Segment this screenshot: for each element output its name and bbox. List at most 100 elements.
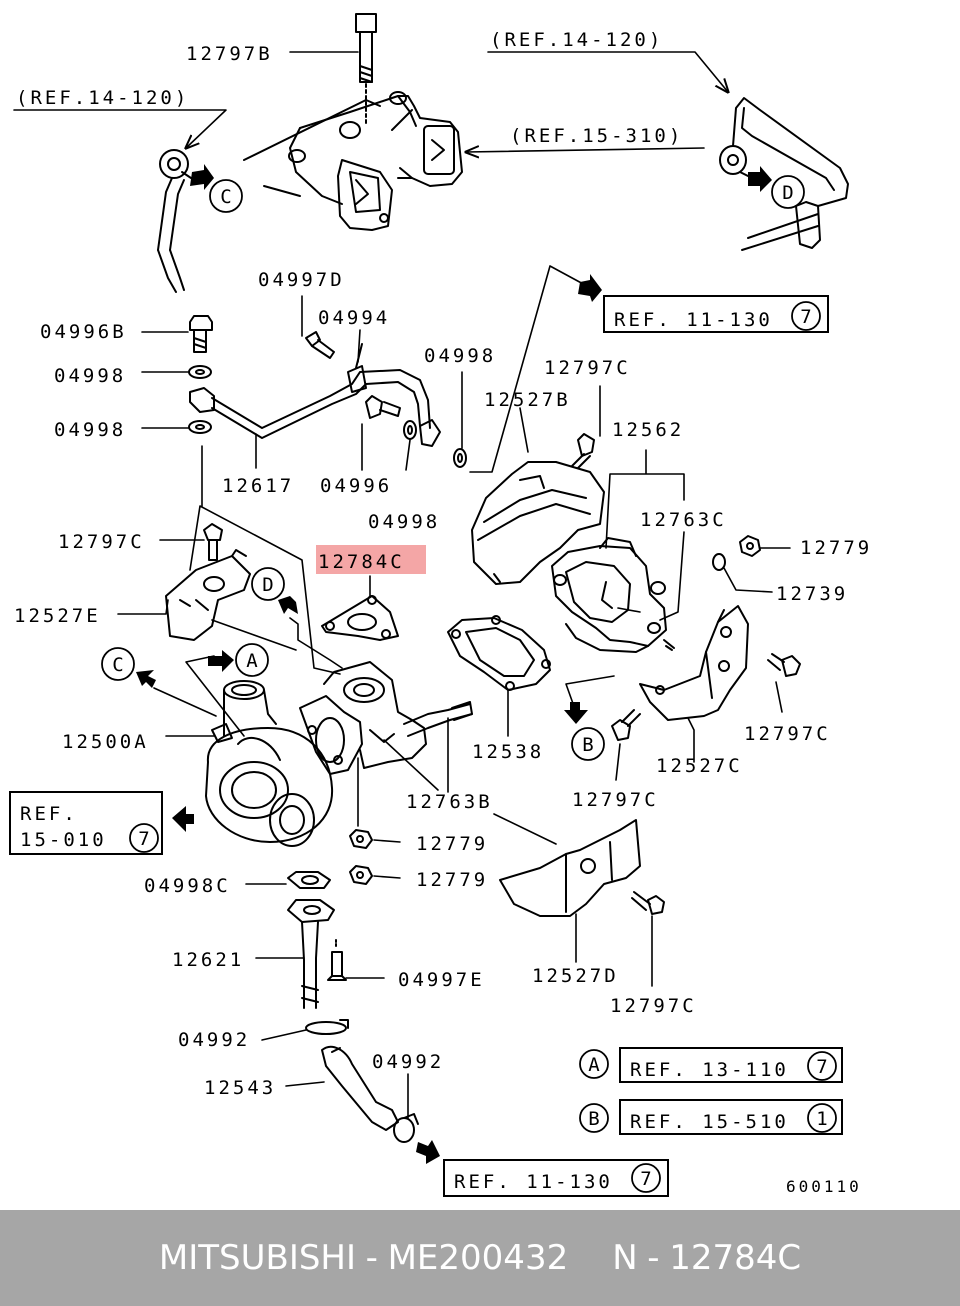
- label-04992-b: 04992: [372, 1051, 444, 1073]
- reference-code: 12784C: [669, 1238, 802, 1278]
- label-04998-a: 04998: [54, 365, 126, 387]
- label-04998-b: 04998: [54, 419, 126, 441]
- callout-a-left: A: [235, 643, 269, 677]
- label-12797B: 12797B: [186, 43, 273, 65]
- arrow-to-c-left: [136, 670, 156, 688]
- label-12527B: 12527B: [484, 389, 571, 411]
- label-12797C-c: 12797C: [744, 723, 831, 745]
- svg-text:D: D: [262, 574, 273, 596]
- label-12527C: 12527C: [656, 755, 743, 777]
- arrow-to-ref11-top: [578, 274, 602, 302]
- label-04997E: 04997E: [398, 969, 485, 991]
- footer-separator: -: [365, 1238, 378, 1278]
- oil-return-pipe-12621: [287, 899, 335, 1009]
- svg-text:REF. 11-130: REF. 11-130: [454, 1171, 613, 1193]
- label-12562: 12562: [612, 419, 684, 441]
- label-12797C-e: 12797C: [610, 995, 697, 1017]
- arrow-to-a-left: [208, 650, 234, 672]
- label-04992-a: 04992: [178, 1029, 250, 1051]
- label-12797C-d: 12797C: [572, 789, 659, 811]
- label-12779-c: 12779: [416, 869, 488, 891]
- label-12739: 12739: [776, 583, 848, 605]
- label-12500A: 12500A: [62, 731, 149, 753]
- svg-text:7: 7: [816, 1056, 827, 1078]
- ref-box-11-130-bottom: REF. 11-130 7: [443, 1159, 669, 1197]
- top-bolt-12797B: [355, 13, 377, 127]
- svg-text:C: C: [220, 186, 231, 208]
- label-12763B: 12763B: [406, 791, 493, 813]
- callout-c-left: C: [101, 647, 135, 681]
- label-12621: 12621: [172, 949, 244, 971]
- svg-text:REF. 15-510: REF. 15-510: [630, 1111, 789, 1133]
- hose-12543: [321, 1045, 399, 1131]
- label-12763C: 12763C: [640, 509, 727, 531]
- label-12527D: 12527D: [532, 965, 619, 987]
- svg-text:7: 7: [800, 306, 811, 328]
- label-04998-d: 04998: [424, 345, 496, 367]
- bolt-04997D: [305, 331, 335, 359]
- callout-d-top: D: [771, 175, 805, 209]
- svg-text:B: B: [582, 734, 593, 756]
- label-04996: 04996: [320, 475, 392, 497]
- label-ref15-310: (REF.15-310): [510, 125, 683, 147]
- label-04998-c: 04998: [368, 511, 440, 533]
- bolt-12797C-mid: [611, 709, 641, 741]
- footer-separator-2: -: [647, 1238, 660, 1278]
- part-number: ME200432: [387, 1238, 569, 1278]
- label-12543: 12543: [204, 1077, 276, 1099]
- gasket-04998C: [287, 871, 331, 889]
- arrow-to-d-top: [748, 166, 772, 192]
- ref-box-15-010: REF. 15-010 7: [9, 791, 163, 855]
- label-04994: 04994: [318, 307, 390, 329]
- washer-04998-c: [403, 420, 417, 440]
- pointer-arrows: [136, 164, 772, 1164]
- brand-name: MITSUBISHI: [158, 1238, 357, 1278]
- label-12527E: 12527E: [14, 605, 101, 627]
- label-12779-a: 12779: [800, 537, 872, 559]
- label-12538: 12538: [472, 741, 544, 763]
- turbocharger-12500A: [205, 661, 473, 847]
- svg-text:REF. 13-110: REF. 13-110: [630, 1059, 789, 1081]
- label-ref14-120-top: (REF.14-120): [490, 29, 663, 51]
- washer-12739: [712, 553, 726, 571]
- svg-text:A: A: [588, 1054, 600, 1076]
- bolt-12797C-top: [571, 433, 595, 469]
- label-ref14-120-left: (REF.14-120): [16, 87, 189, 109]
- washer-04998-b: [188, 420, 212, 434]
- drawing-number: 600110: [786, 1177, 862, 1196]
- callout-c-top: C: [209, 179, 243, 213]
- hose-clamp-04992-b: [393, 1113, 419, 1143]
- arrow-to-ref11-bottom: [416, 1140, 440, 1164]
- label-04997D: 04997D: [258, 269, 345, 291]
- svg-text:B: B: [588, 1108, 599, 1130]
- label-04996B: 04996B: [40, 321, 127, 343]
- svg-text:7: 7: [640, 1168, 651, 1190]
- bolt-12797C-left: [203, 523, 223, 561]
- gasket-12538: [447, 615, 551, 691]
- bolt-12797C-bottom: [631, 891, 665, 915]
- bolt-04997E: [327, 939, 347, 981]
- svg-text:7: 7: [138, 828, 149, 850]
- bracket-12527D: [499, 819, 641, 917]
- label-12779-b: 12779: [416, 833, 488, 855]
- oil-pipe-left: [157, 149, 195, 293]
- callout-b-mid: B: [571, 727, 605, 761]
- svg-text:REF.: REF.: [20, 803, 78, 825]
- nut-12779-b: [349, 865, 373, 885]
- bracket-12527C: [639, 605, 749, 721]
- parts-diagram: C D D C A B 12797B (REF.14-120) (REF.14-…: [9, 13, 872, 1197]
- svg-text:C: C: [112, 654, 123, 676]
- bracket-12527E: [165, 549, 251, 641]
- svg-text:D: D: [782, 182, 793, 204]
- banjo-bolt-04996B: [189, 315, 213, 353]
- hose-clamp-04992-a: [305, 1019, 349, 1035]
- svg-text:REF. 11-130: REF. 11-130: [614, 309, 773, 331]
- banjo-bolt-04996: [365, 395, 401, 419]
- part-labels: 12797B (REF.14-120) (REF.14-120) (REF.15…: [14, 29, 872, 1196]
- oil-pipe-right: [719, 97, 849, 251]
- highlight-12784C: [316, 545, 426, 574]
- legend-a: A REF. 13-110 7: [579, 1047, 843, 1083]
- nut-12779-a: [349, 829, 373, 849]
- legend-b: B REF. 15-510 1: [579, 1099, 843, 1135]
- label-04998C: 04998C: [144, 875, 231, 897]
